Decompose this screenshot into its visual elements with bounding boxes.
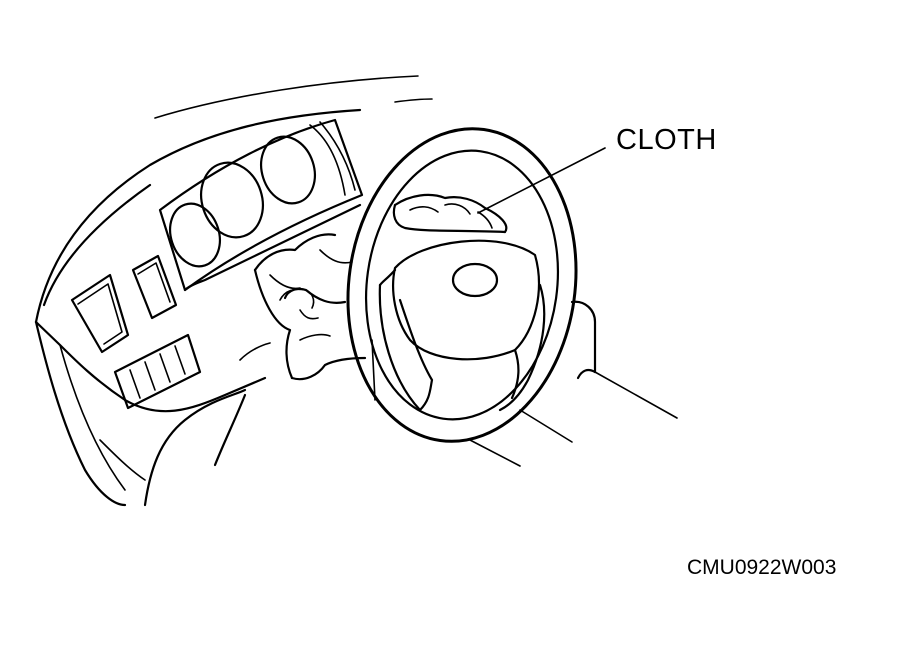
instrument-cluster: [158, 118, 364, 292]
windshield-lines: [154, 75, 433, 119]
column-shroud: [371, 300, 678, 467]
dashboard-outline: [34, 108, 362, 507]
cloth-leader-line: [477, 147, 606, 214]
steering-wheel: [346, 127, 578, 443]
steering-column-cloth: [253, 233, 367, 381]
switch-bank: [113, 333, 202, 410]
figure-code: CMU0922W003: [687, 556, 837, 579]
cloth-bundle: [392, 193, 508, 234]
cloth-callout-label: CLOTH: [616, 124, 717, 156]
left-air-vents: [70, 254, 178, 354]
